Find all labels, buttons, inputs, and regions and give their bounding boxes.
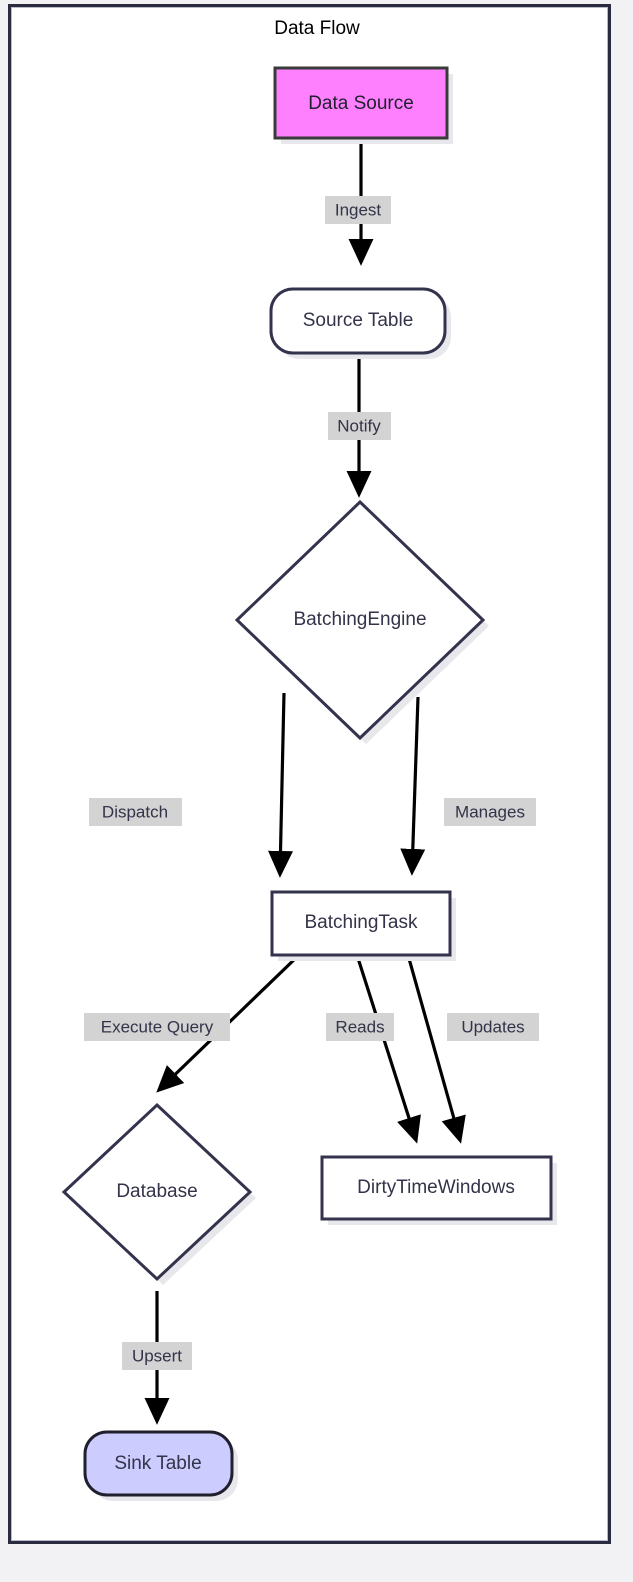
dirty-time-windows-label: DirtyTimeWindows: [357, 1177, 515, 1198]
reads-label-bg: [326, 1013, 394, 1041]
notify-label-bg: [328, 412, 391, 440]
upsert-label: Upsert: [132, 1346, 182, 1365]
data-source-label: Data Source: [308, 93, 414, 114]
execute-query-label-bg: [84, 1013, 230, 1041]
edge-label-reads: Reads: [326, 1013, 394, 1041]
node-data-source[interactable]: Data Source: [273, 66, 453, 144]
edge-label-updates: Updates: [447, 1013, 539, 1041]
node-batching-task[interactable]: BatchingTask: [270, 890, 456, 961]
node-source-table[interactable]: Source Table: [269, 287, 451, 359]
batching-task-box[interactable]: [270, 890, 452, 957]
source-table-label: Source Table: [303, 310, 414, 331]
updates-label: Updates: [461, 1017, 524, 1036]
execute-query-label: Execute Query: [101, 1017, 214, 1036]
manages-label-bg: [444, 798, 536, 826]
reads-label: Reads: [335, 1017, 384, 1036]
node-batching-engine[interactable]: BatchingEngine: [234, 499, 489, 744]
node-sink-table[interactable]: Sink Table: [83, 1430, 238, 1501]
dispatch-label-bg: [89, 798, 182, 826]
batching-engine-diamond[interactable]: [234, 499, 486, 741]
manages-label: Manages: [455, 802, 525, 821]
ingest-label: Ingest: [335, 200, 382, 219]
edge-label-upsert: Upsert: [122, 1342, 192, 1370]
batching-task-label: BatchingTask: [304, 912, 418, 933]
ingest-label-bg: [325, 196, 391, 224]
sink-table-label: Sink Table: [114, 1453, 201, 1474]
edge-manages-path: [400, 696, 426, 876]
database-label: Database: [116, 1181, 197, 1202]
notify-label: Notify: [337, 416, 381, 435]
edge-reads-path: [355, 954, 421, 1144]
updates-label-bg: [447, 1013, 539, 1041]
upsert-label-bg: [122, 1342, 192, 1370]
edge-dispatch-path: [268, 692, 293, 878]
edge-updates-path: [406, 954, 466, 1144]
dispatch-label: Dispatch: [102, 802, 168, 821]
source-table-box[interactable]: [269, 287, 447, 355]
diagram-frame: [8, 4, 611, 1544]
edge-label-manages: Manages: [444, 798, 536, 826]
data-source-box[interactable]: [273, 66, 449, 140]
edge-label-execute-query: Execute Query: [84, 1013, 230, 1041]
edge-label-ingest: Ingest: [325, 196, 391, 224]
node-dirty-time-windows[interactable]: DirtyTimeWindows: [320, 1155, 557, 1225]
sink-table-box[interactable]: [83, 1430, 234, 1497]
node-database[interactable]: Database: [61, 1102, 256, 1285]
database-diamond[interactable]: [61, 1102, 253, 1282]
dirty-time-windows-box[interactable]: [320, 1155, 553, 1221]
diagram-title: Data Flow: [274, 18, 360, 39]
batching-engine-label: BatchingEngine: [293, 609, 426, 630]
edge-label-notify: Notify: [328, 412, 391, 440]
edge-label-dispatch: Dispatch: [89, 798, 182, 826]
